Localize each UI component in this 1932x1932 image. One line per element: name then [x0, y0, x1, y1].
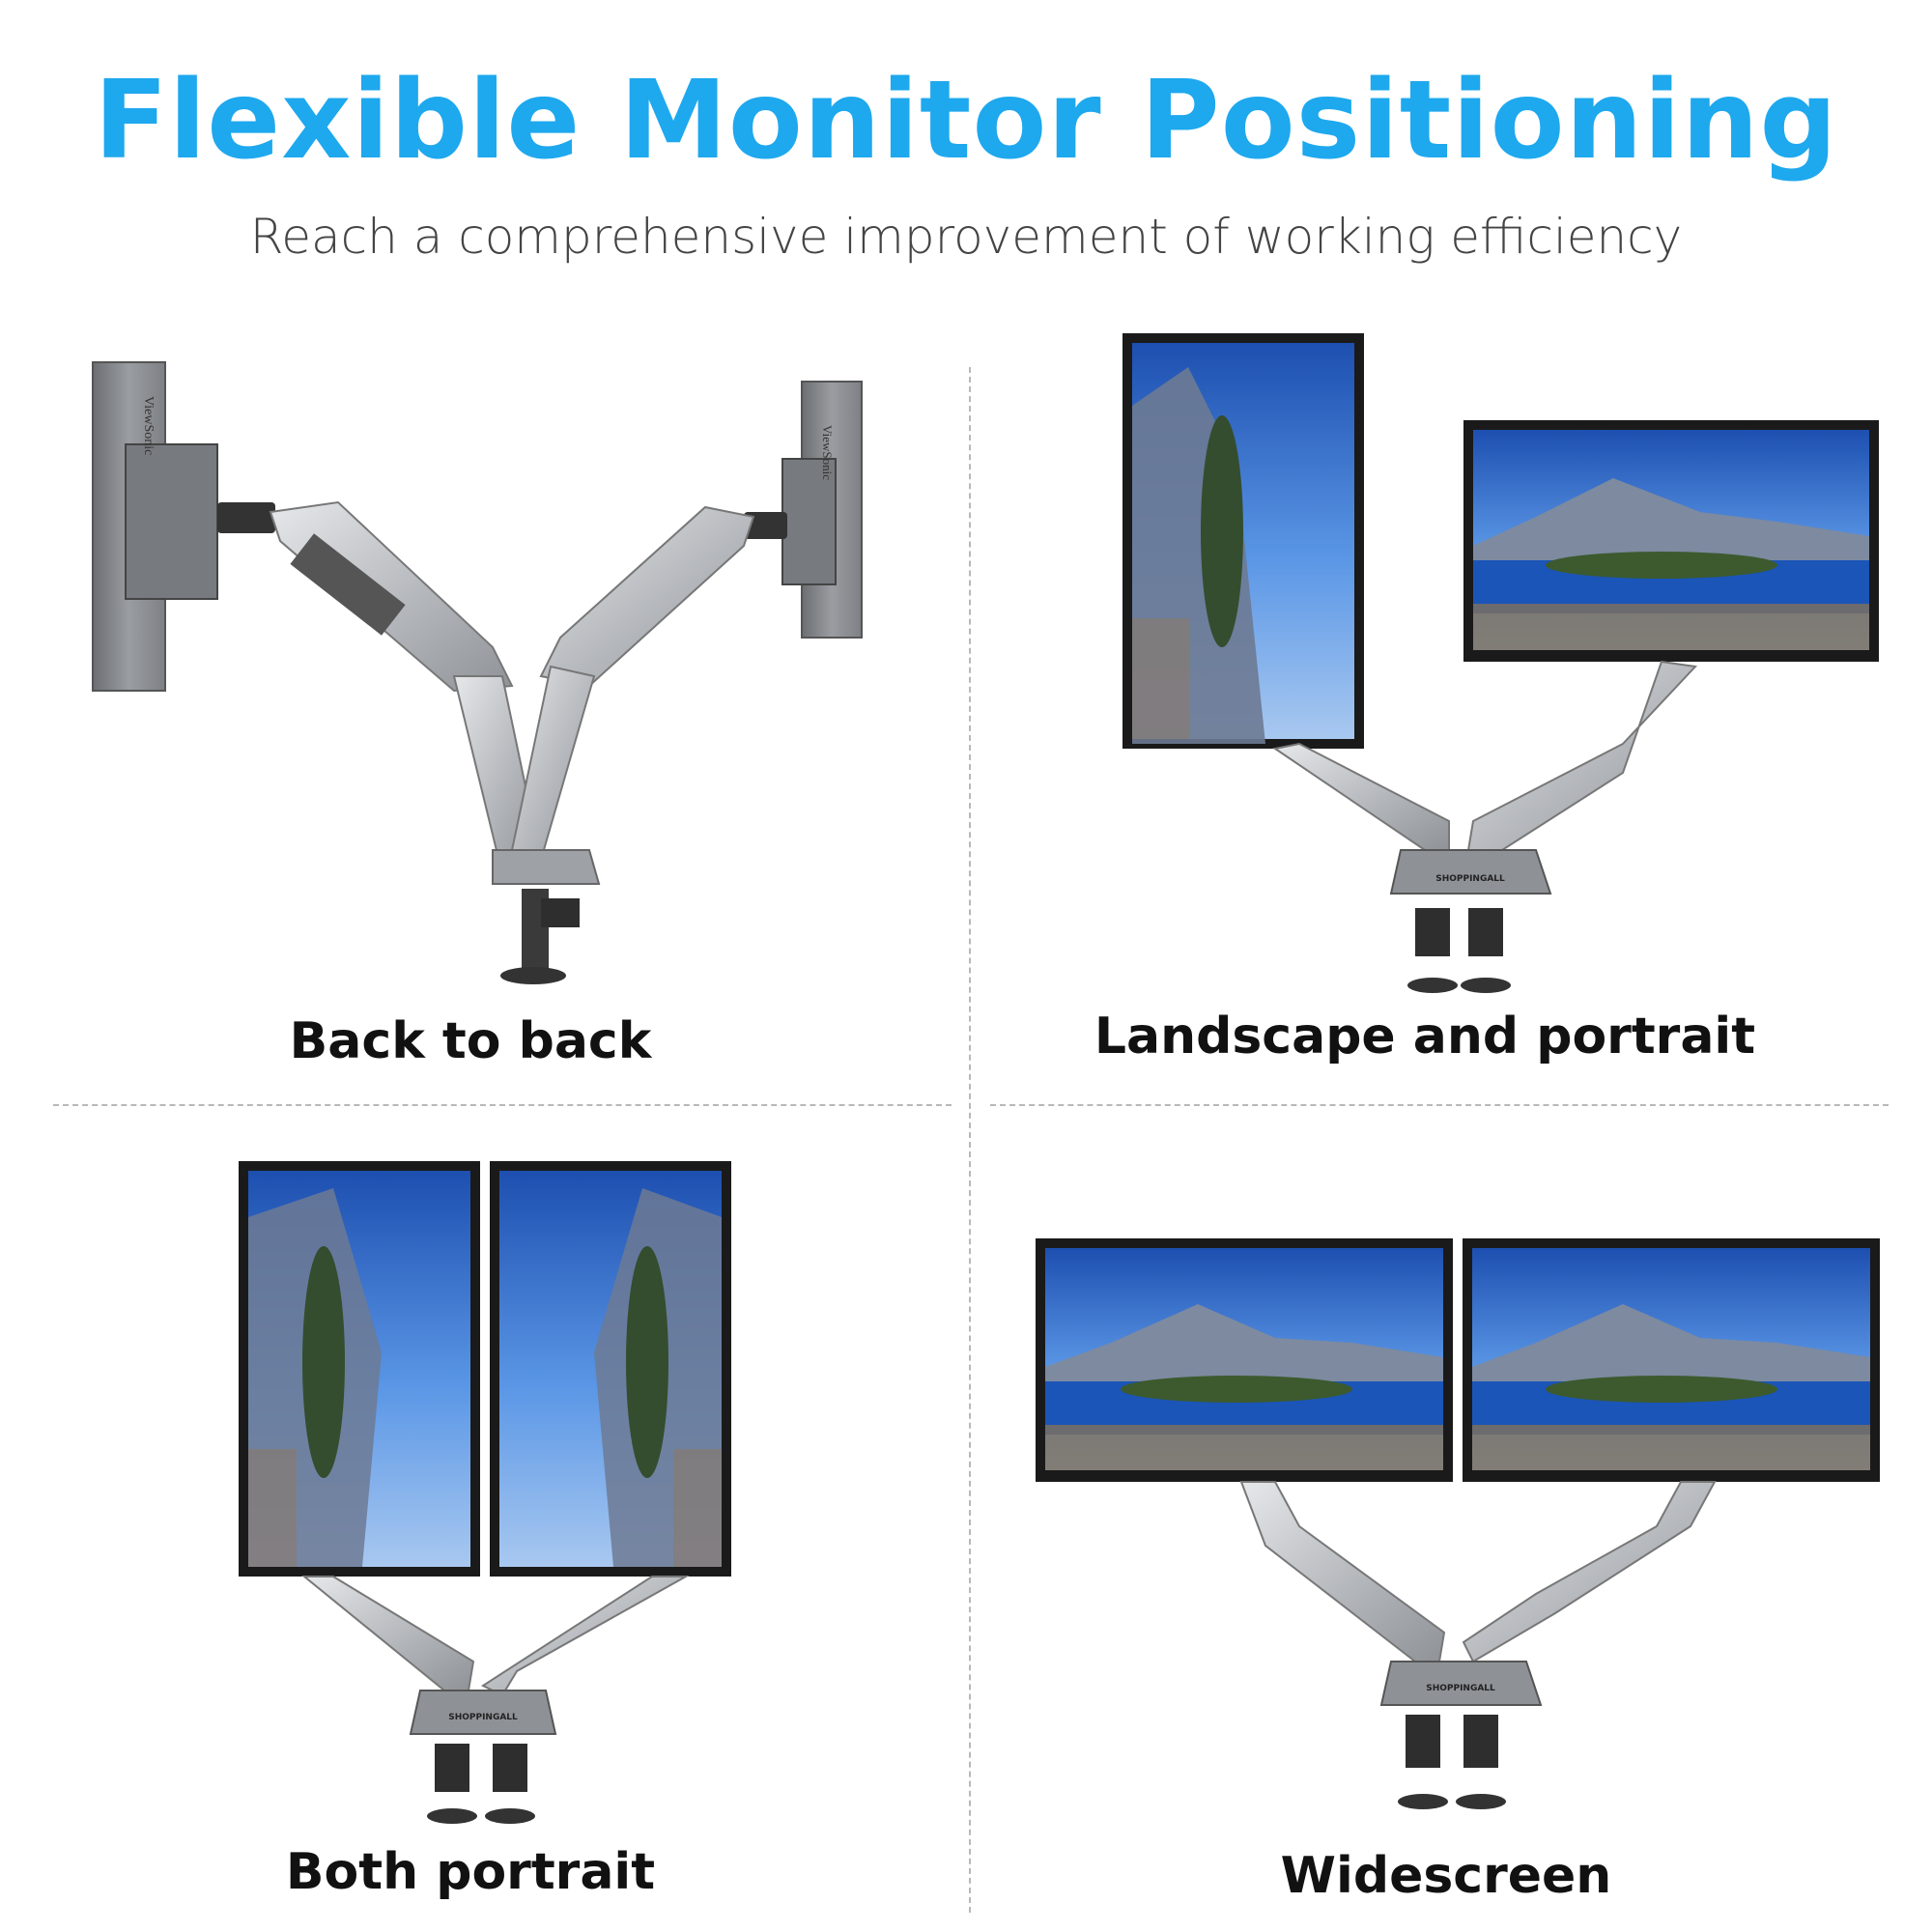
base-brand-label: SHOPPINGALL	[448, 1713, 518, 1722]
clamp-knob	[500, 967, 566, 984]
desk-base	[1379, 1661, 1543, 1706]
back-to-back-illustration: ViewSonic ViewSonic	[92, 361, 863, 984]
panel-both-portrait: SHOPPINGALL	[237, 1159, 739, 1826]
panel-widescreen: SHOPPINGALL	[1034, 1236, 1884, 1816]
vertical-divider	[969, 367, 971, 1913]
panel-back-to-back: ViewSonic ViewSonic	[87, 357, 879, 1005]
monitor-brand-label-right: ViewSonic	[820, 425, 835, 480]
both-portrait-illustration: SHOPPINGALL	[239, 1161, 731, 1824]
left-arm	[1272, 742, 1450, 851]
page-subtitle: Reach a comprehensive improvement of wor…	[249, 209, 1683, 265]
right-arm	[1462, 1481, 1717, 1663]
caption-both-portrait: Both portrait	[285, 1843, 656, 1901]
page-title: Flexible Monitor Positioning	[94, 58, 1838, 184]
panel-landscape-and-portrait: SHOPPINGALL	[1121, 328, 1893, 995]
desk-base	[1389, 849, 1552, 895]
landscape-portrait-illustration: SHOPPINGALL	[1122, 333, 1879, 993]
left-arm	[1239, 1481, 1446, 1662]
caption-landscape-and-portrait: Landscape and portrait	[1094, 1008, 1756, 1065]
horizontal-divider-left	[53, 1104, 952, 1106]
monitor-brand-label-left: ViewSonic	[141, 396, 156, 455]
right-lower-arm	[510, 665, 596, 862]
base-brand-label: SHOPPINGALL	[1426, 1684, 1495, 1693]
right-arm	[1466, 660, 1698, 851]
base-brand-label: SHOPPINGALL	[1435, 874, 1505, 884]
desk-base	[409, 1690, 557, 1735]
horizontal-divider-right	[990, 1104, 1889, 1106]
right-arm	[480, 1576, 690, 1697]
widescreen-illustration: SHOPPINGALL	[1036, 1238, 1880, 1809]
right-upper-arm	[539, 505, 755, 688]
left-arm	[301, 1576, 475, 1691]
caption-back-to-back: Back to back	[289, 1012, 652, 1070]
desk-base	[492, 849, 601, 885]
caption-widescreen: Widescreen	[1280, 1847, 1612, 1905]
